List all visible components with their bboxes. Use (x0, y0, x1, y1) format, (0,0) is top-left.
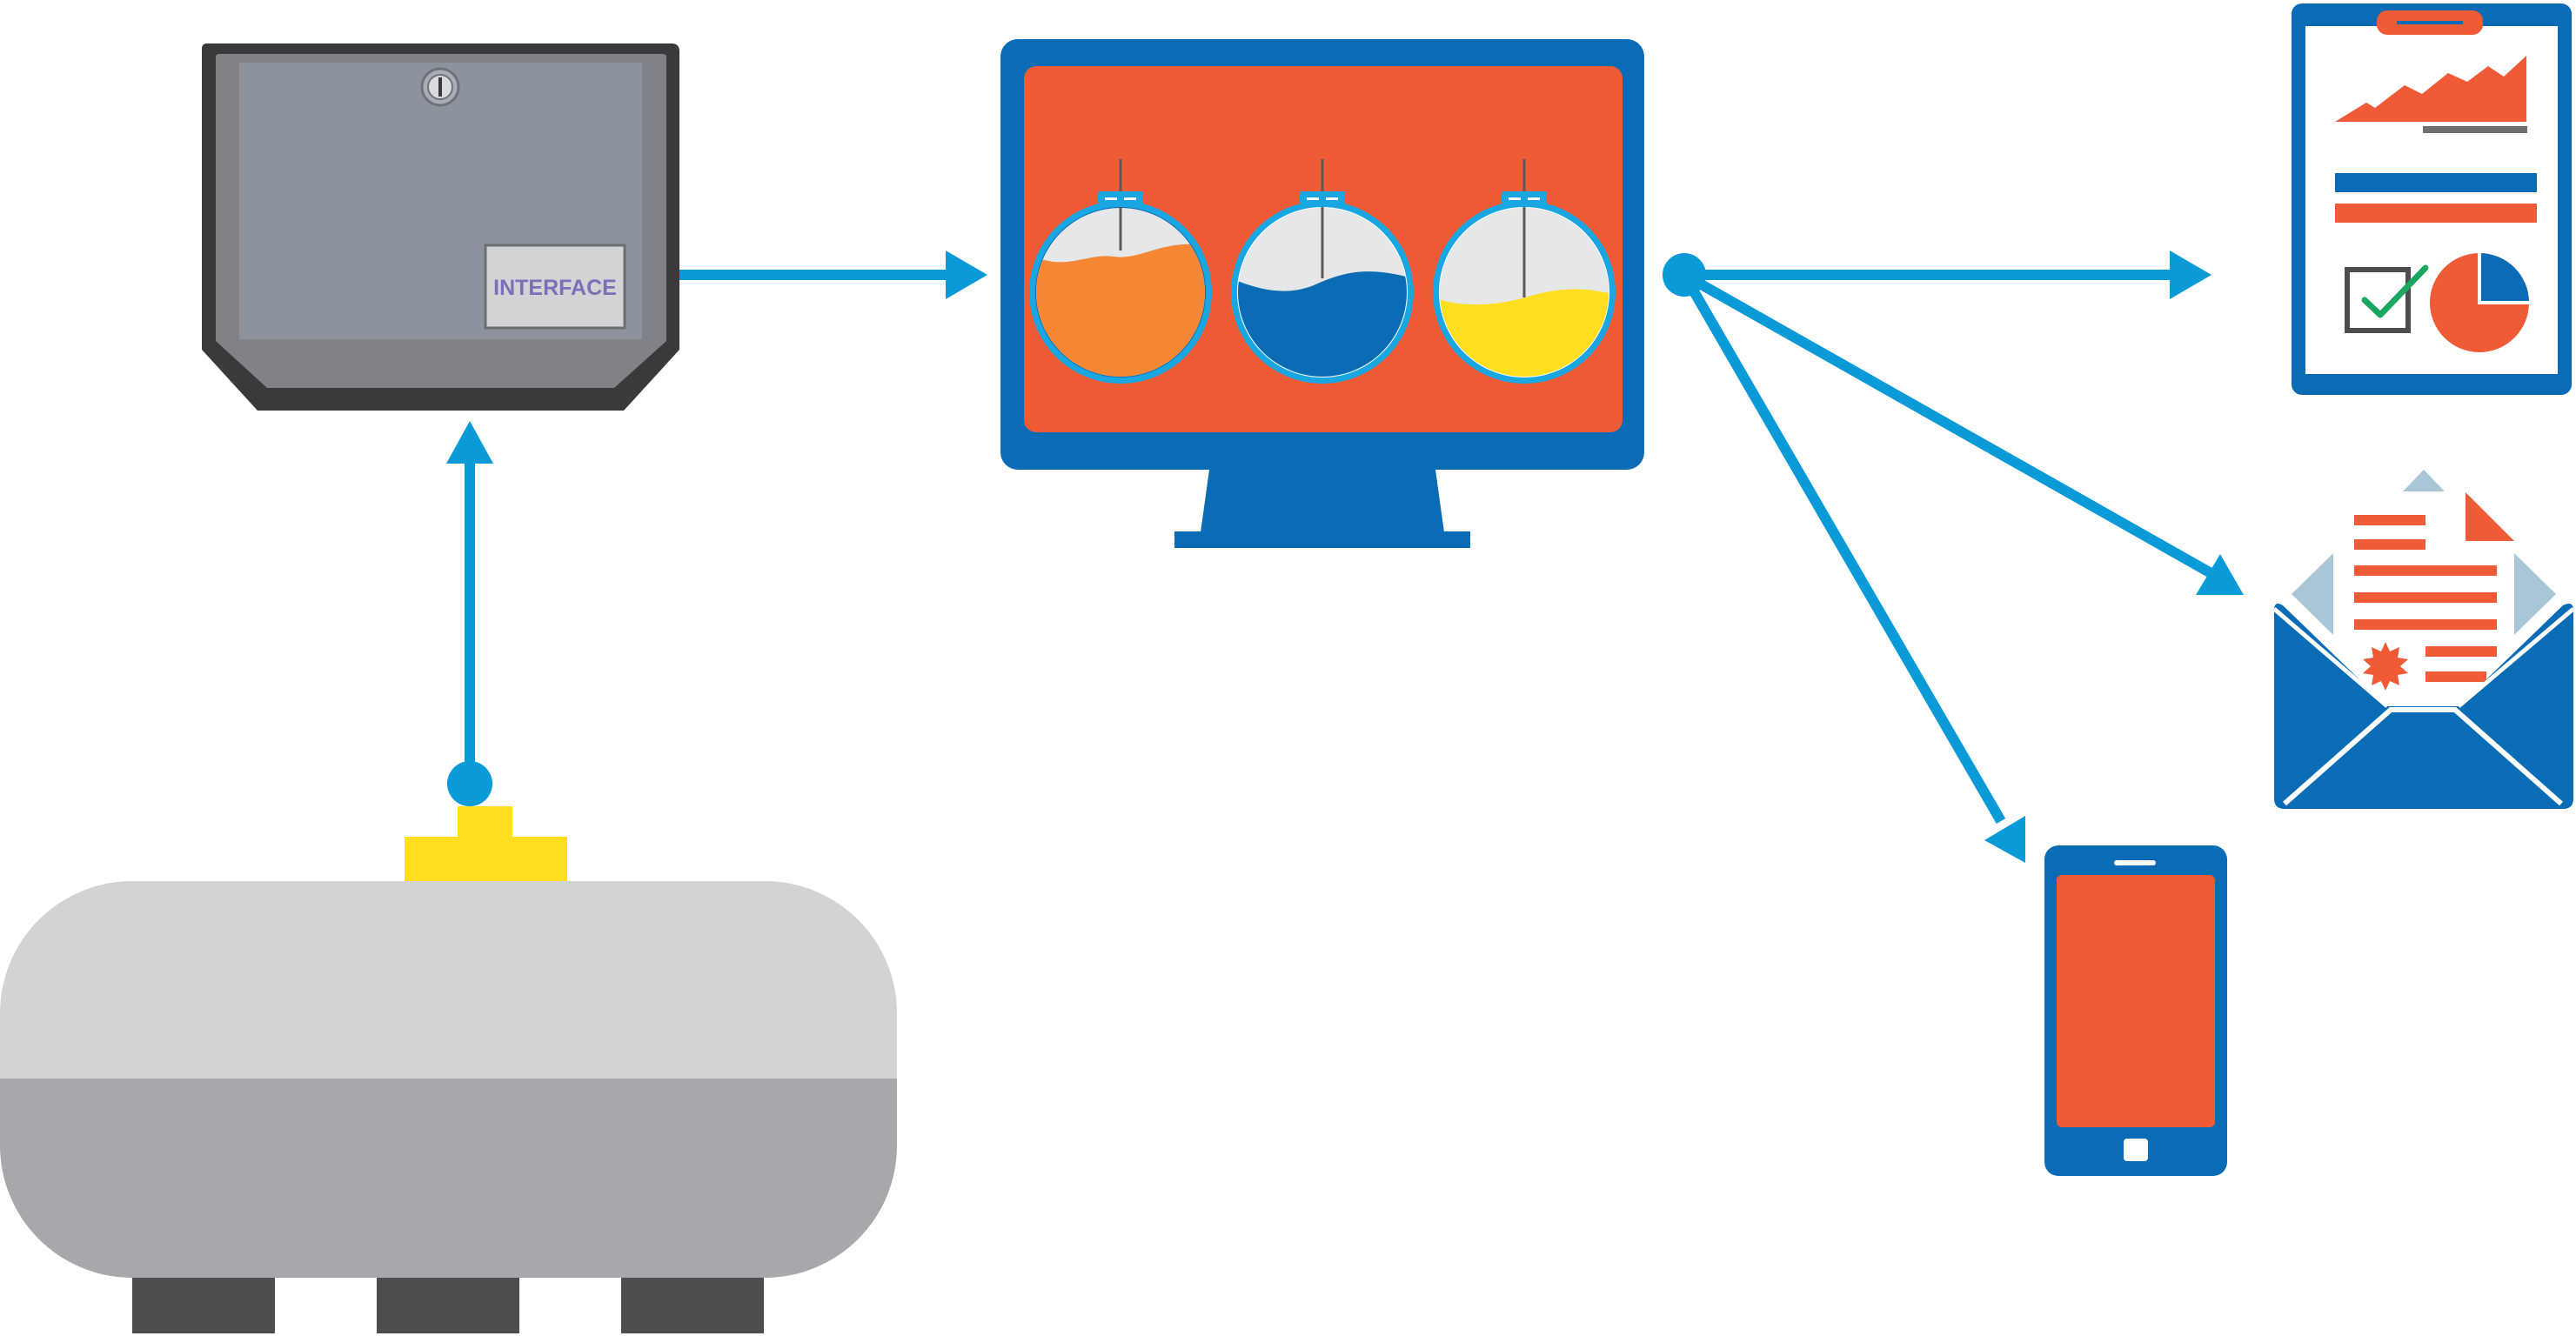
arrow-diagonal-icon (1984, 816, 2025, 863)
monitor-icon (1000, 39, 1644, 548)
sensor-base (405, 837, 567, 881)
phone-home-button (2124, 1139, 2148, 1161)
email-report-icon (2272, 470, 2575, 809)
envelope-flap-right (2514, 553, 2556, 635)
sensor-node-dot (447, 761, 492, 806)
envelope-flap-left (2292, 553, 2333, 635)
arrow-right-icon (946, 250, 987, 299)
fuel-tank-icon (0, 881, 897, 1333)
tank-body-bottom (0, 1079, 897, 1278)
level-sensor-icon (405, 806, 567, 881)
seal-icon (2363, 642, 2408, 691)
checkbox-icon (2345, 264, 2429, 333)
tank-gauge-icon (1029, 159, 1212, 384)
area-chart (2335, 56, 2526, 122)
sensor-neck (458, 806, 512, 841)
enclosure-to-monitor-link (679, 250, 987, 299)
tank-gauge-icon (1231, 159, 1414, 384)
pie-chart-icon (2430, 252, 2530, 352)
enclosure-door-edge (642, 63, 656, 339)
tank-foot-left (132, 1274, 275, 1333)
arrow-diagonal-icon (2196, 554, 2244, 595)
report-clipboard-icon (2292, 3, 2572, 395)
interface-panel (484, 244, 626, 330)
arrow-right-icon (2170, 250, 2211, 299)
monitoring-enclosure-icon: INTERFACE (202, 43, 679, 411)
interface-label: INTERFACE (493, 276, 617, 300)
arrow-up-icon (446, 421, 493, 464)
tank-foot-middle (377, 1274, 519, 1333)
report-bar-orange (2335, 204, 2537, 223)
report-bar-blue (2335, 173, 2537, 192)
envelope-body (2274, 604, 2573, 809)
tank-body-top (0, 881, 897, 1079)
smartphone-icon (2044, 845, 2227, 1176)
lock-icon (420, 67, 460, 107)
monitor-base (1174, 531, 1470, 548)
sensor-to-enclosure-link (446, 421, 493, 806)
tank-foot-right (621, 1274, 764, 1333)
letter-document (2338, 492, 2514, 726)
monitor-outputs-links (1663, 250, 2244, 863)
phone-screen (2057, 875, 2215, 1127)
tank-gauge-icon (1433, 159, 1616, 384)
envelope-flap-top (2403, 470, 2445, 491)
monitor-stand (1201, 470, 1444, 532)
distribution-node-dot (1663, 253, 1706, 297)
